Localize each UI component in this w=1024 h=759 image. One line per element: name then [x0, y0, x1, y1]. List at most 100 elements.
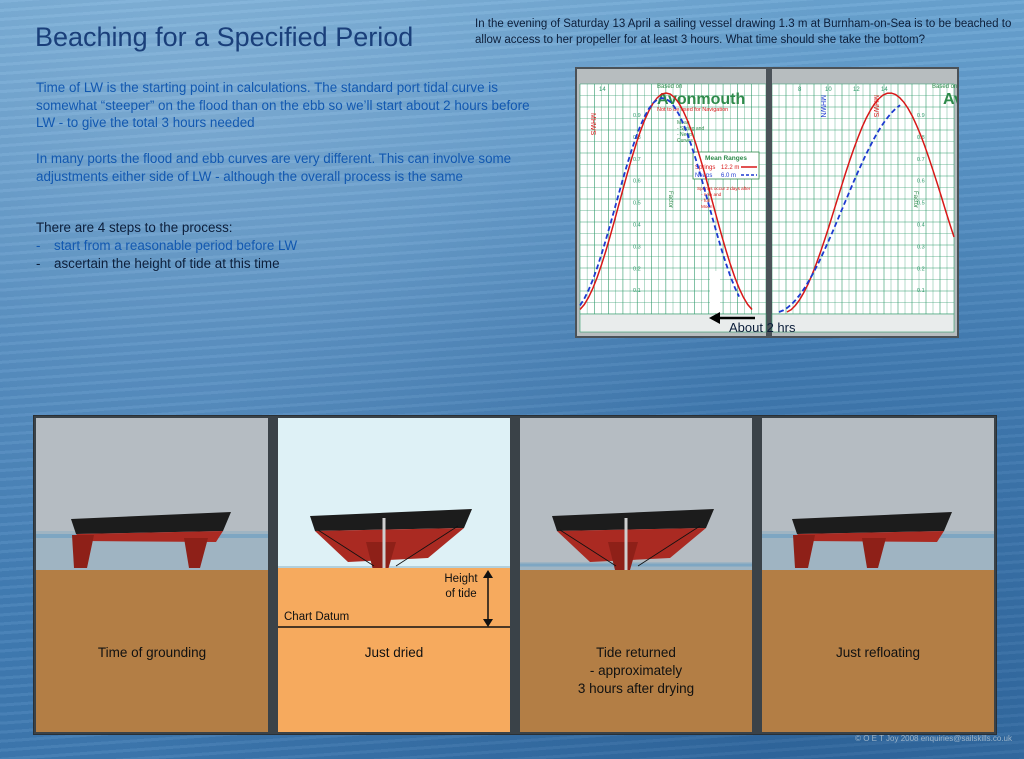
panel-just-refloating: Just refloating	[762, 418, 994, 732]
seabed	[520, 570, 752, 732]
page-title: Beaching for a Specified Period	[35, 22, 414, 52]
ports-paragraph: In many ports the flood and ebb curves a…	[36, 151, 512, 184]
left-factor-labels: 0.90.80.70.60.50.40.30.20.1	[633, 113, 641, 294]
beaching-stages-strip: Time of grounding Height of tide Ch	[33, 415, 997, 735]
height-arrow-head	[483, 570, 493, 578]
label-line: Height	[444, 573, 478, 585]
panel-caption: Just refloating	[762, 644, 994, 662]
intro-paragraph: Time of LW is the starting point in calc…	[36, 80, 530, 130]
boat-hull	[552, 509, 714, 531]
step-dash: -	[36, 255, 41, 271]
steps-heading: There are 4 steps to the process:	[36, 220, 233, 235]
factor-tick-label: 0.5	[917, 201, 925, 207]
boat-hull	[792, 512, 952, 534]
arrow-head	[709, 312, 720, 324]
based-on-label-right: Based on	[932, 84, 957, 90]
factor-tick-label: 0.3	[917, 244, 925, 250]
height-of-tide-label: Height of tide	[438, 572, 484, 602]
caption-line: Just dried	[364, 645, 424, 660]
boat	[310, 509, 472, 570]
mhws-label: MHWS	[589, 113, 596, 135]
springs-ebb-curve	[579, 92, 753, 310]
seabed	[762, 570, 994, 732]
panel-caption: Tide returned - approximately 3 hours af…	[520, 644, 752, 698]
panel-just-dried: Height of tide Chart Datum Just dried	[278, 418, 510, 732]
panel-caption: Just dried	[278, 644, 510, 662]
springs-label: Springs	[695, 165, 715, 171]
factor-axis-label: Factor	[667, 191, 673, 208]
springs-flood-curve	[786, 92, 955, 313]
step-item: -start from a reasonable period before L…	[36, 237, 297, 255]
top-tick-label: 8	[798, 87, 802, 93]
left-grid	[579, 83, 767, 315]
panel-caption: Time of grounding	[36, 644, 268, 662]
factor-tick-label: 0.1	[633, 288, 641, 294]
chart-datum-label: Chart Datum	[284, 611, 350, 623]
port-name-partial: Av	[943, 91, 957, 108]
springs-note: - full	[701, 198, 710, 203]
mhws-label-right: MHWS	[872, 95, 879, 117]
factor-tick-label: 0.4	[917, 223, 925, 229]
caption-line: - approximately	[589, 663, 683, 678]
mooring-line	[637, 525, 701, 567]
caption-line: 3 hours after drying	[577, 681, 695, 696]
factor-tick-label: 0.9	[917, 113, 925, 119]
neaps-ebb-curve	[579, 97, 740, 306]
boat-hull	[71, 512, 231, 534]
boat-keel	[72, 535, 94, 568]
top-tick-label: 14	[881, 87, 888, 93]
factor-tick-label: 0.8	[917, 135, 925, 141]
boat	[71, 512, 231, 568]
factor-axis-label-right: Factor	[912, 191, 918, 208]
mean-ranges-title: Mean Ranges	[705, 155, 747, 162]
factor-tick-label: 0.2	[917, 266, 925, 272]
about-2-hrs-label: About 2 hrs	[729, 320, 796, 335]
neaps-value: 6.0 m	[721, 173, 736, 179]
step-text: start from a reasonable period before LW	[54, 238, 298, 253]
seabed	[278, 568, 510, 732]
boat	[552, 509, 714, 570]
highlight-band	[710, 271, 720, 313]
based-on-label: Based on	[657, 84, 682, 90]
not-nav-label: Not to be used for Navigation	[657, 107, 728, 113]
right-grid	[771, 83, 955, 315]
factor-tick-label: 0.2	[633, 266, 641, 272]
caption-line: Tide returned	[596, 645, 676, 660]
springs-note: Springs occur 2 days after	[697, 186, 751, 191]
springs-note: Moon	[701, 204, 713, 209]
factor-tick-label: 0.3	[633, 244, 641, 250]
boat	[792, 512, 952, 568]
step-text: ascertain the height of tide at this tim…	[54, 255, 280, 271]
panel-time-of-grounding: Time of grounding	[36, 418, 268, 732]
key-line: Curves	[677, 138, 693, 144]
top-tick-label: 14	[599, 87, 606, 93]
boat-keel	[862, 538, 886, 568]
mooring-line	[395, 525, 459, 567]
boat-keel	[793, 535, 815, 568]
key-line: - Neap	[677, 132, 692, 138]
factor-tick-label: 0.5	[633, 201, 641, 207]
factor-tick-label: 0.1	[917, 288, 925, 294]
factor-tick-label: 0.6	[917, 179, 925, 185]
caption-line: Just refloating	[835, 645, 921, 660]
neaps-label: Neaps	[695, 173, 712, 179]
boat-hull	[310, 509, 472, 531]
question-text: In the evening of Saturday 13 April a sa…	[475, 18, 1012, 46]
springs-note: - new and	[701, 192, 722, 197]
dried-scene	[278, 418, 510, 732]
factor-tick-label: 0.7	[917, 157, 925, 163]
seabed	[36, 570, 268, 732]
height-arrow-head	[483, 619, 493, 627]
boat-bottom	[797, 531, 944, 542]
right-factor-labels: 0.9 0.8 0.7 0.6 0.5 0.4 0.3 0.2 0.1	[917, 113, 925, 294]
tidal-curve-svg: 0.9 0.8 0.7 0.6 0.5 0.4 0.3 0.2 0.1 0.9 0.8 0.7 0.6…	[579, 69, 957, 336]
neaps-flood-curve	[778, 104, 901, 313]
boat-keel	[366, 542, 396, 570]
factor-tick-label: 0.4	[633, 223, 641, 229]
caption-line: Time of grounding	[97, 645, 207, 660]
top-tick-label: 12	[853, 87, 860, 93]
factor-tick-label: 0.6	[633, 179, 641, 185]
factor-tick-label: 0.7	[633, 157, 641, 163]
grounding-scene	[36, 418, 268, 732]
factor-tick-label: 0.8	[633, 135, 641, 141]
